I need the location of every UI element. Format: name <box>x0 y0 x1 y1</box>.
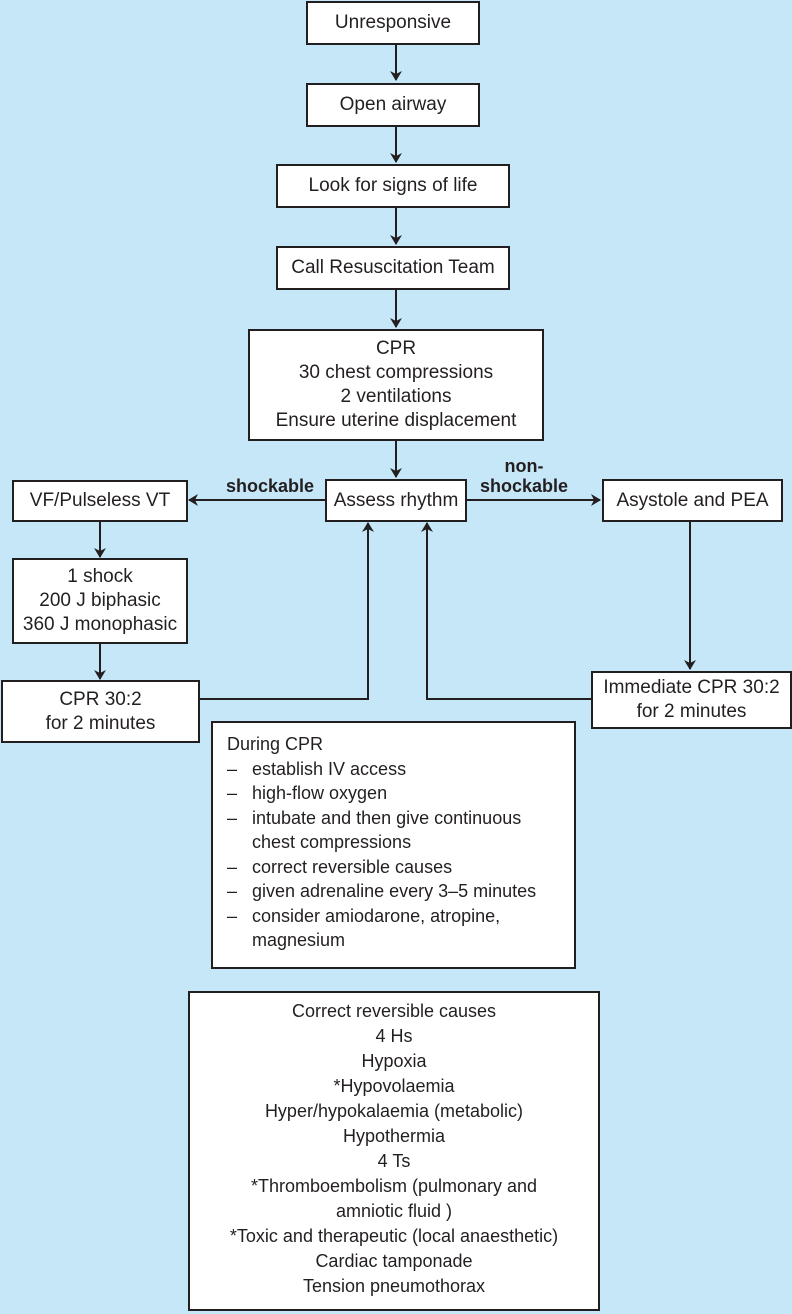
cpr-nonshockable-line: Immediate CPR 30:2 <box>603 677 780 698</box>
item-text: high-flow oxygen <box>252 783 388 803</box>
causes-line: Hyper/hypokalaemia (metabolic) <box>264 1101 524 1121</box>
shock-line: 1 shock <box>67 566 133 587</box>
assess-rhythm-text: Assess rhythm <box>333 489 459 511</box>
cpr-line: Ensure uterine displacement <box>275 410 517 431</box>
open-airway-text: Open airway <box>339 94 447 115</box>
item-text: given adrenaline every 3–5 minutes <box>252 881 537 901</box>
vf-vt-text: VF/Pulseless VT <box>29 490 171 511</box>
cpr-shockable-box: CPR 30:2 for 2 minutes <box>1 680 200 743</box>
reversible-causes-box: Correct reversible causes 4 Hs Hypoxia *… <box>188 991 600 1311</box>
cpr-nonshockable-box: Immediate CPR 30:2 for 2 minutes <box>591 671 792 729</box>
dash-bullet: – <box>227 905 238 926</box>
call-team-text: Call Resuscitation Team <box>291 257 495 278</box>
item-line: magnesium <box>252 930 346 950</box>
cpr-shockable-line: for 2 minutes <box>45 712 156 734</box>
during-cpr-item: – high-flow oxygen <box>227 781 574 806</box>
during-cpr-item: – given adrenaline every 3–5 minutes <box>227 879 574 904</box>
item-text: intubate and then give continuous chest … <box>252 806 521 855</box>
dash-bullet: – <box>227 783 238 803</box>
cpr-nonshockable-line: for 2 minutes <box>636 701 747 722</box>
item-text: correct reversible causes <box>252 856 453 877</box>
nonshockable-line: shockable <box>479 476 569 496</box>
during-cpr-item: – intubate and then give continuous ches… <box>227 806 574 855</box>
item-line: chest compressions <box>252 832 412 852</box>
item-line: intubate and then give continuous <box>252 807 522 828</box>
causes-line: *Toxic and therapeutic (local anaestheti… <box>229 1226 559 1246</box>
signs-of-life-text: Look for signs of life <box>308 175 478 196</box>
nonshockable-line: non- <box>504 456 544 476</box>
causes-line: amniotic fluid ) <box>335 1201 453 1221</box>
item-text: consider amiodarone, atropine, magnesium <box>252 904 500 953</box>
during-cpr-box: During CPR – establish IV access – high-… <box>211 721 576 969</box>
signs-of-life-box: Look for signs of life <box>276 164 510 208</box>
asystole-pea-text: Asystole and PEA <box>616 489 769 511</box>
causes-line: *Thromboembolism (pulmonary and <box>250 1176 538 1196</box>
open-airway-box: Open airway <box>306 83 480 127</box>
during-cpr-title: During CPR <box>227 734 324 754</box>
unresponsive-text: Unresponsive <box>334 12 452 33</box>
dash-bullet: – <box>227 807 238 828</box>
item-line: consider amiodarone, atropine, <box>252 905 501 926</box>
asystole-pea-box: Asystole and PEA <box>602 479 783 522</box>
cpr-shockable-line: CPR 30:2 <box>59 688 142 710</box>
cpr-line: 2 ventilations <box>340 386 452 407</box>
cpr-box: CPR 30 chest compressions 2 ventilations… <box>248 329 544 441</box>
shock-line: 360 J monophasic <box>22 614 178 635</box>
causes-line: 4 Ts <box>377 1151 411 1171</box>
dash-bullet: – <box>227 881 238 901</box>
during-cpr-item: – establish IV access <box>227 757 574 782</box>
causes-line: Correct reversible causes <box>291 1001 497 1021</box>
vf-vt-box: VF/Pulseless VT <box>12 480 188 522</box>
causes-line: 4 Hs <box>375 1026 413 1046</box>
during-cpr-item: – correct reversible causes <box>227 855 574 880</box>
causes-line: *Hypovolaemia <box>333 1076 455 1096</box>
arrow-cpr-back-to-assess-left <box>199 522 374 700</box>
dash-bullet: – <box>227 758 238 779</box>
shock-box: 1 shock 200 J biphasic 360 J monophasic <box>12 558 188 644</box>
during-cpr-item: – consider amiodarone, atropine, magnesi… <box>227 904 574 953</box>
causes-line: Hypothermia <box>342 1126 446 1146</box>
item-text: establish IV access <box>252 758 407 779</box>
causes-line: Cardiac tamponade <box>315 1251 473 1271</box>
shockable-label: shockable <box>225 476 315 496</box>
arrow-cpr-back-to-assess-right <box>421 522 593 700</box>
call-team-box: Call Resuscitation Team <box>276 246 510 290</box>
cpr-line: 30 chest compressions <box>298 362 494 383</box>
assess-rhythm-box: Assess rhythm <box>325 479 467 522</box>
causes-line: Hypoxia <box>361 1051 427 1071</box>
causes-line: Tension pneumothorax <box>302 1276 486 1296</box>
dash-bullet: – <box>227 856 238 877</box>
shock-line: 200 J biphasic <box>39 590 161 611</box>
unresponsive-box: Unresponsive <box>306 1 480 45</box>
cpr-line: CPR <box>375 338 417 359</box>
nonshockable-label: non- shockable <box>468 456 580 496</box>
